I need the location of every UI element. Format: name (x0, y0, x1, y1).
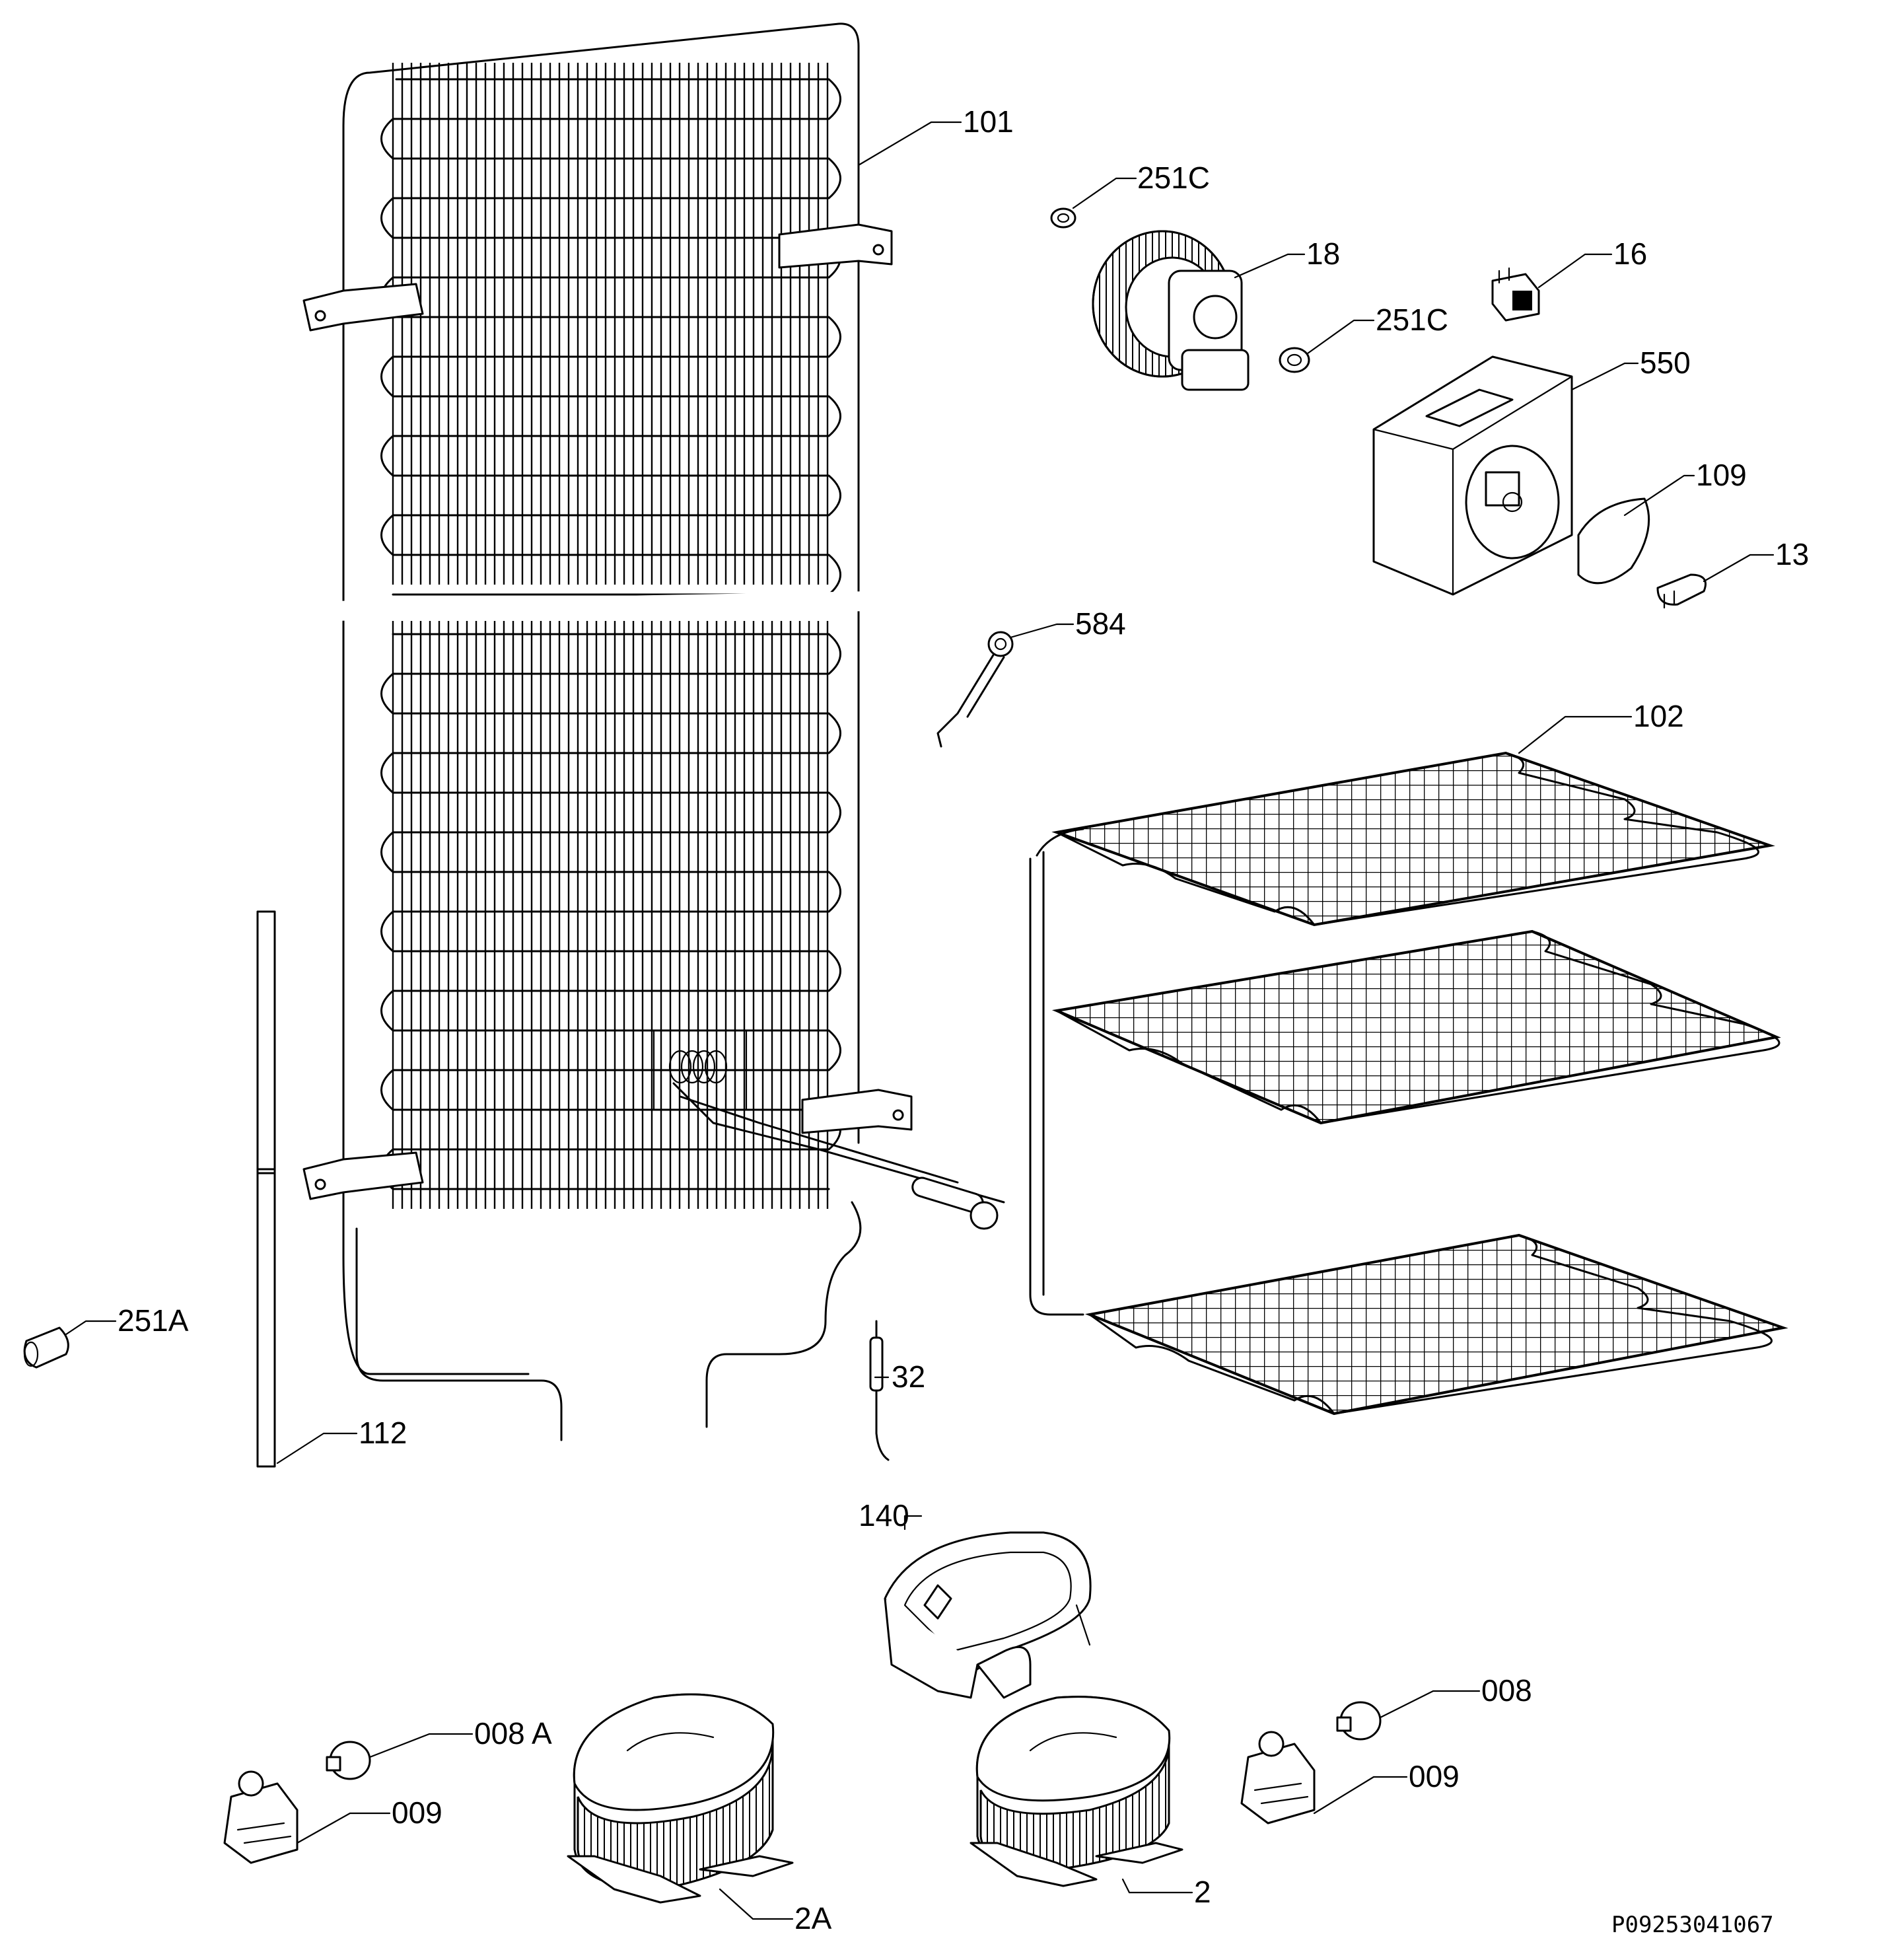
condenser-101[interactable] (302, 22, 1005, 1441)
label-251c-mid: 251C (1376, 303, 1448, 337)
grommet-251c-top[interactable] (1050, 207, 1076, 229)
label-008a: 008 A (474, 1716, 552, 1751)
fan-motor-18[interactable] (1092, 230, 1250, 391)
switch-16[interactable] (1491, 267, 1540, 322)
label-16: 16 (1613, 236, 1647, 271)
compressor-2[interactable] (970, 1696, 1183, 1887)
lamp-cover-109[interactable] (1577, 497, 1650, 585)
label-2: 2 (1194, 1875, 1211, 1909)
leader-lines (65, 121, 1775, 1920)
label-112: 112 (359, 1416, 407, 1450)
label-009-left: 009 (392, 1795, 442, 1830)
label-101: 101 (963, 104, 1014, 139)
start-relay-009-left[interactable] (223, 1770, 299, 1864)
label-550: 550 (1640, 345, 1691, 380)
overload-relay-008[interactable] (1336, 1701, 1382, 1741)
label-2a: 2A (794, 1901, 832, 1935)
label-140: 140 (859, 1498, 909, 1533)
label-008: 008 (1481, 1673, 1532, 1708)
compressor-2a[interactable] (567, 1693, 794, 1904)
overload-relay-008a[interactable] (326, 1741, 371, 1780)
lamp-holder-13[interactable] (1656, 573, 1707, 609)
label-109: 109 (1696, 458, 1747, 492)
drip-tray-140[interactable] (884, 1531, 1092, 1699)
label-251c-top: 251C (1137, 161, 1210, 195)
label-009-right: 009 (1409, 1759, 1460, 1793)
grommet-251c-mid[interactable] (1279, 347, 1310, 373)
tube-112[interactable] (256, 910, 276, 1468)
fan-housing-550[interactable] (1372, 355, 1573, 596)
sensor-584[interactable] (936, 631, 1014, 748)
label-32: 32 (892, 1359, 925, 1394)
evaporator-102[interactable] (1029, 751, 1788, 1416)
drawing-code: P09253041067 (1611, 1912, 1774, 1938)
sleeve-251a[interactable] (23, 1326, 69, 1369)
start-relay-009-right[interactable] (1240, 1731, 1316, 1824)
label-18: 18 (1306, 236, 1340, 271)
label-102: 102 (1633, 699, 1684, 733)
part-labels: 101 251C 18 16 251C 550 109 13 584 102 2… (118, 104, 1809, 1938)
label-13: 13 (1775, 537, 1809, 571)
label-584: 584 (1075, 606, 1126, 641)
thermostat-32[interactable] (869, 1320, 890, 1461)
label-251a: 251A (118, 1303, 189, 1338)
